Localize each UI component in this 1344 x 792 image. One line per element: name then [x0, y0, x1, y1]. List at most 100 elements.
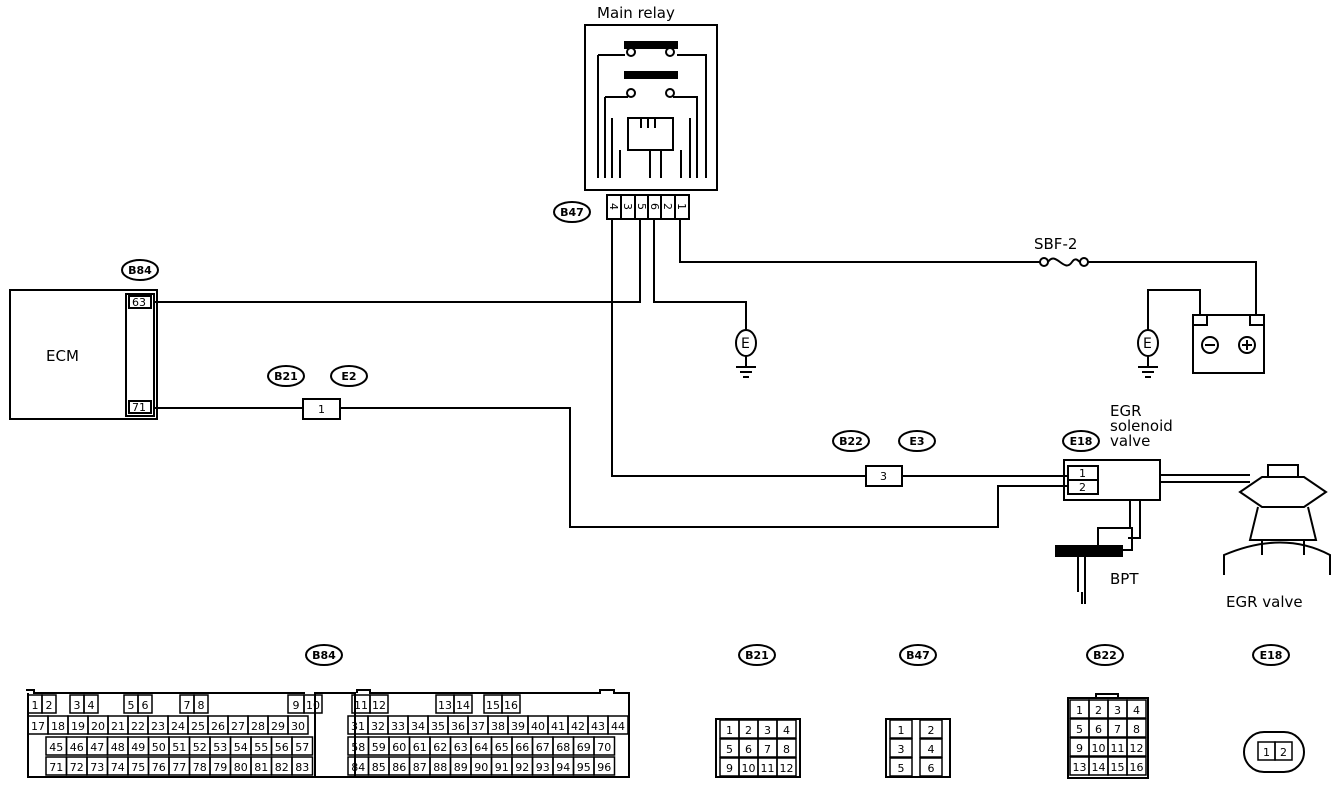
svg-text:80: 80: [234, 761, 248, 774]
svg-text:93: 93: [536, 761, 550, 774]
b84-pin-55: 55: [250, 736, 273, 756]
b84-pin-20: 20: [87, 715, 109, 735]
b22-pin-9: 9: [1069, 737, 1090, 757]
b22-e3-pin: 3: [880, 470, 887, 483]
b84-pin-35: 35: [427, 715, 449, 735]
e18-pin-2: 2: [1079, 481, 1086, 494]
b22-pin-14: 14: [1088, 756, 1109, 776]
svg-text:27: 27: [231, 720, 245, 733]
b84-pin-60: 60: [388, 736, 411, 756]
svg-text:69: 69: [577, 741, 591, 754]
e2-tag-text: E2: [341, 370, 356, 383]
svg-text:85: 85: [372, 761, 386, 774]
b84-pin-33: 33: [387, 715, 409, 735]
svg-text:25: 25: [191, 720, 205, 733]
b84-pin-1: 1: [27, 694, 43, 714]
b84-pin-65: 65: [490, 736, 513, 756]
ground-right-label: E: [1143, 336, 1152, 352]
svg-text:44: 44: [611, 720, 625, 733]
b22-pin-16: 16: [1126, 756, 1147, 776]
b84-pin-14: 14: [453, 694, 473, 714]
b84-pin-68: 68: [552, 736, 575, 756]
b84-pin-17: 17: [27, 715, 49, 735]
svg-text:77: 77: [172, 761, 186, 774]
svg-text:9: 9: [293, 699, 300, 712]
svg-text:2: 2: [928, 724, 935, 737]
b84-pin-79: 79: [209, 756, 232, 776]
b47-pin-e: 2: [661, 203, 674, 210]
b84-pin-37: 37: [467, 715, 489, 735]
svg-text:5: 5: [898, 762, 905, 775]
svg-text:65: 65: [495, 741, 509, 754]
e18-tag-text: E18: [1070, 435, 1093, 448]
svg-text:4: 4: [928, 743, 935, 756]
b84-pin-21: 21: [107, 715, 129, 735]
svg-text:51: 51: [172, 741, 186, 754]
svg-text:7: 7: [1114, 723, 1121, 736]
svg-text:86: 86: [392, 761, 406, 774]
b84-pin-84: 84: [347, 756, 370, 776]
b84-pin-88: 88: [429, 756, 452, 776]
b84-pin-26: 26: [207, 715, 229, 735]
svg-text:57: 57: [295, 741, 309, 754]
svg-text:34: 34: [411, 720, 425, 733]
svg-text:88: 88: [433, 761, 447, 774]
svg-text:41: 41: [551, 720, 565, 733]
svg-text:10: 10: [1092, 742, 1106, 755]
svg-text:15: 15: [486, 699, 500, 712]
svg-text:11: 11: [1111, 742, 1125, 755]
b84-pin-70: 70: [593, 736, 616, 756]
b47-tag-text: B47: [560, 206, 584, 219]
svg-text:12: 12: [1130, 742, 1144, 755]
b84-pin-67: 67: [531, 736, 554, 756]
b22-pin-7: 7: [1107, 718, 1128, 738]
b84-pin-45: 45: [45, 736, 68, 756]
svg-text:66: 66: [515, 741, 529, 754]
svg-text:23: 23: [151, 720, 165, 733]
svg-text:62: 62: [433, 741, 447, 754]
svg-text:6: 6: [1095, 723, 1102, 736]
b84-pin-2: 2: [41, 694, 57, 714]
b84-pin-90: 90: [470, 756, 493, 776]
b84-pin-49: 49: [127, 736, 150, 756]
b84-pin-7: 7: [179, 694, 195, 714]
b84-pin-95: 95: [572, 756, 595, 776]
b22-pin-3: 3: [1107, 699, 1128, 719]
b84-pin-4: 4: [83, 694, 99, 714]
b22-pin-6: 6: [1088, 718, 1109, 738]
bpt-component: [1055, 527, 1133, 604]
svg-text:56: 56: [275, 741, 289, 754]
svg-text:55: 55: [254, 741, 268, 754]
legend-b84-tag-text: B84: [312, 649, 336, 662]
svg-text:78: 78: [193, 761, 207, 774]
b84-pin-47: 47: [86, 736, 109, 756]
svg-text:3: 3: [74, 699, 81, 712]
b22-pin-4: 4: [1126, 699, 1147, 719]
b84-pin-52: 52: [188, 736, 211, 756]
b84-pin-41: 41: [547, 715, 569, 735]
svg-text:8: 8: [198, 699, 205, 712]
e18-pin-1: 1: [1079, 467, 1086, 480]
svg-text:8: 8: [1133, 723, 1140, 736]
b21-pin-3: 3: [757, 719, 778, 739]
b84-tag: B84: [121, 259, 159, 281]
svg-text:14: 14: [1092, 761, 1106, 774]
svg-text:75: 75: [131, 761, 145, 774]
b84-pin-18: 18: [47, 715, 69, 735]
svg-text:79: 79: [213, 761, 227, 774]
egr-solenoid-valve: [1063, 459, 1250, 539]
wire-runs: [154, 219, 1257, 528]
svg-text:33: 33: [391, 720, 405, 733]
svg-text:95: 95: [577, 761, 591, 774]
egr-solenoid-label-3: valve: [1110, 432, 1150, 450]
b84-pin-32: 32: [367, 715, 389, 735]
b84-pin-51: 51: [168, 736, 191, 756]
b84-pin-34: 34: [407, 715, 429, 735]
b47-pin-3: 3: [889, 738, 913, 758]
svg-text:4: 4: [783, 724, 790, 737]
b84-pin-94: 94: [552, 756, 575, 776]
ecm-box: [9, 289, 158, 420]
svg-text:81: 81: [254, 761, 268, 774]
svg-text:12: 12: [372, 699, 386, 712]
